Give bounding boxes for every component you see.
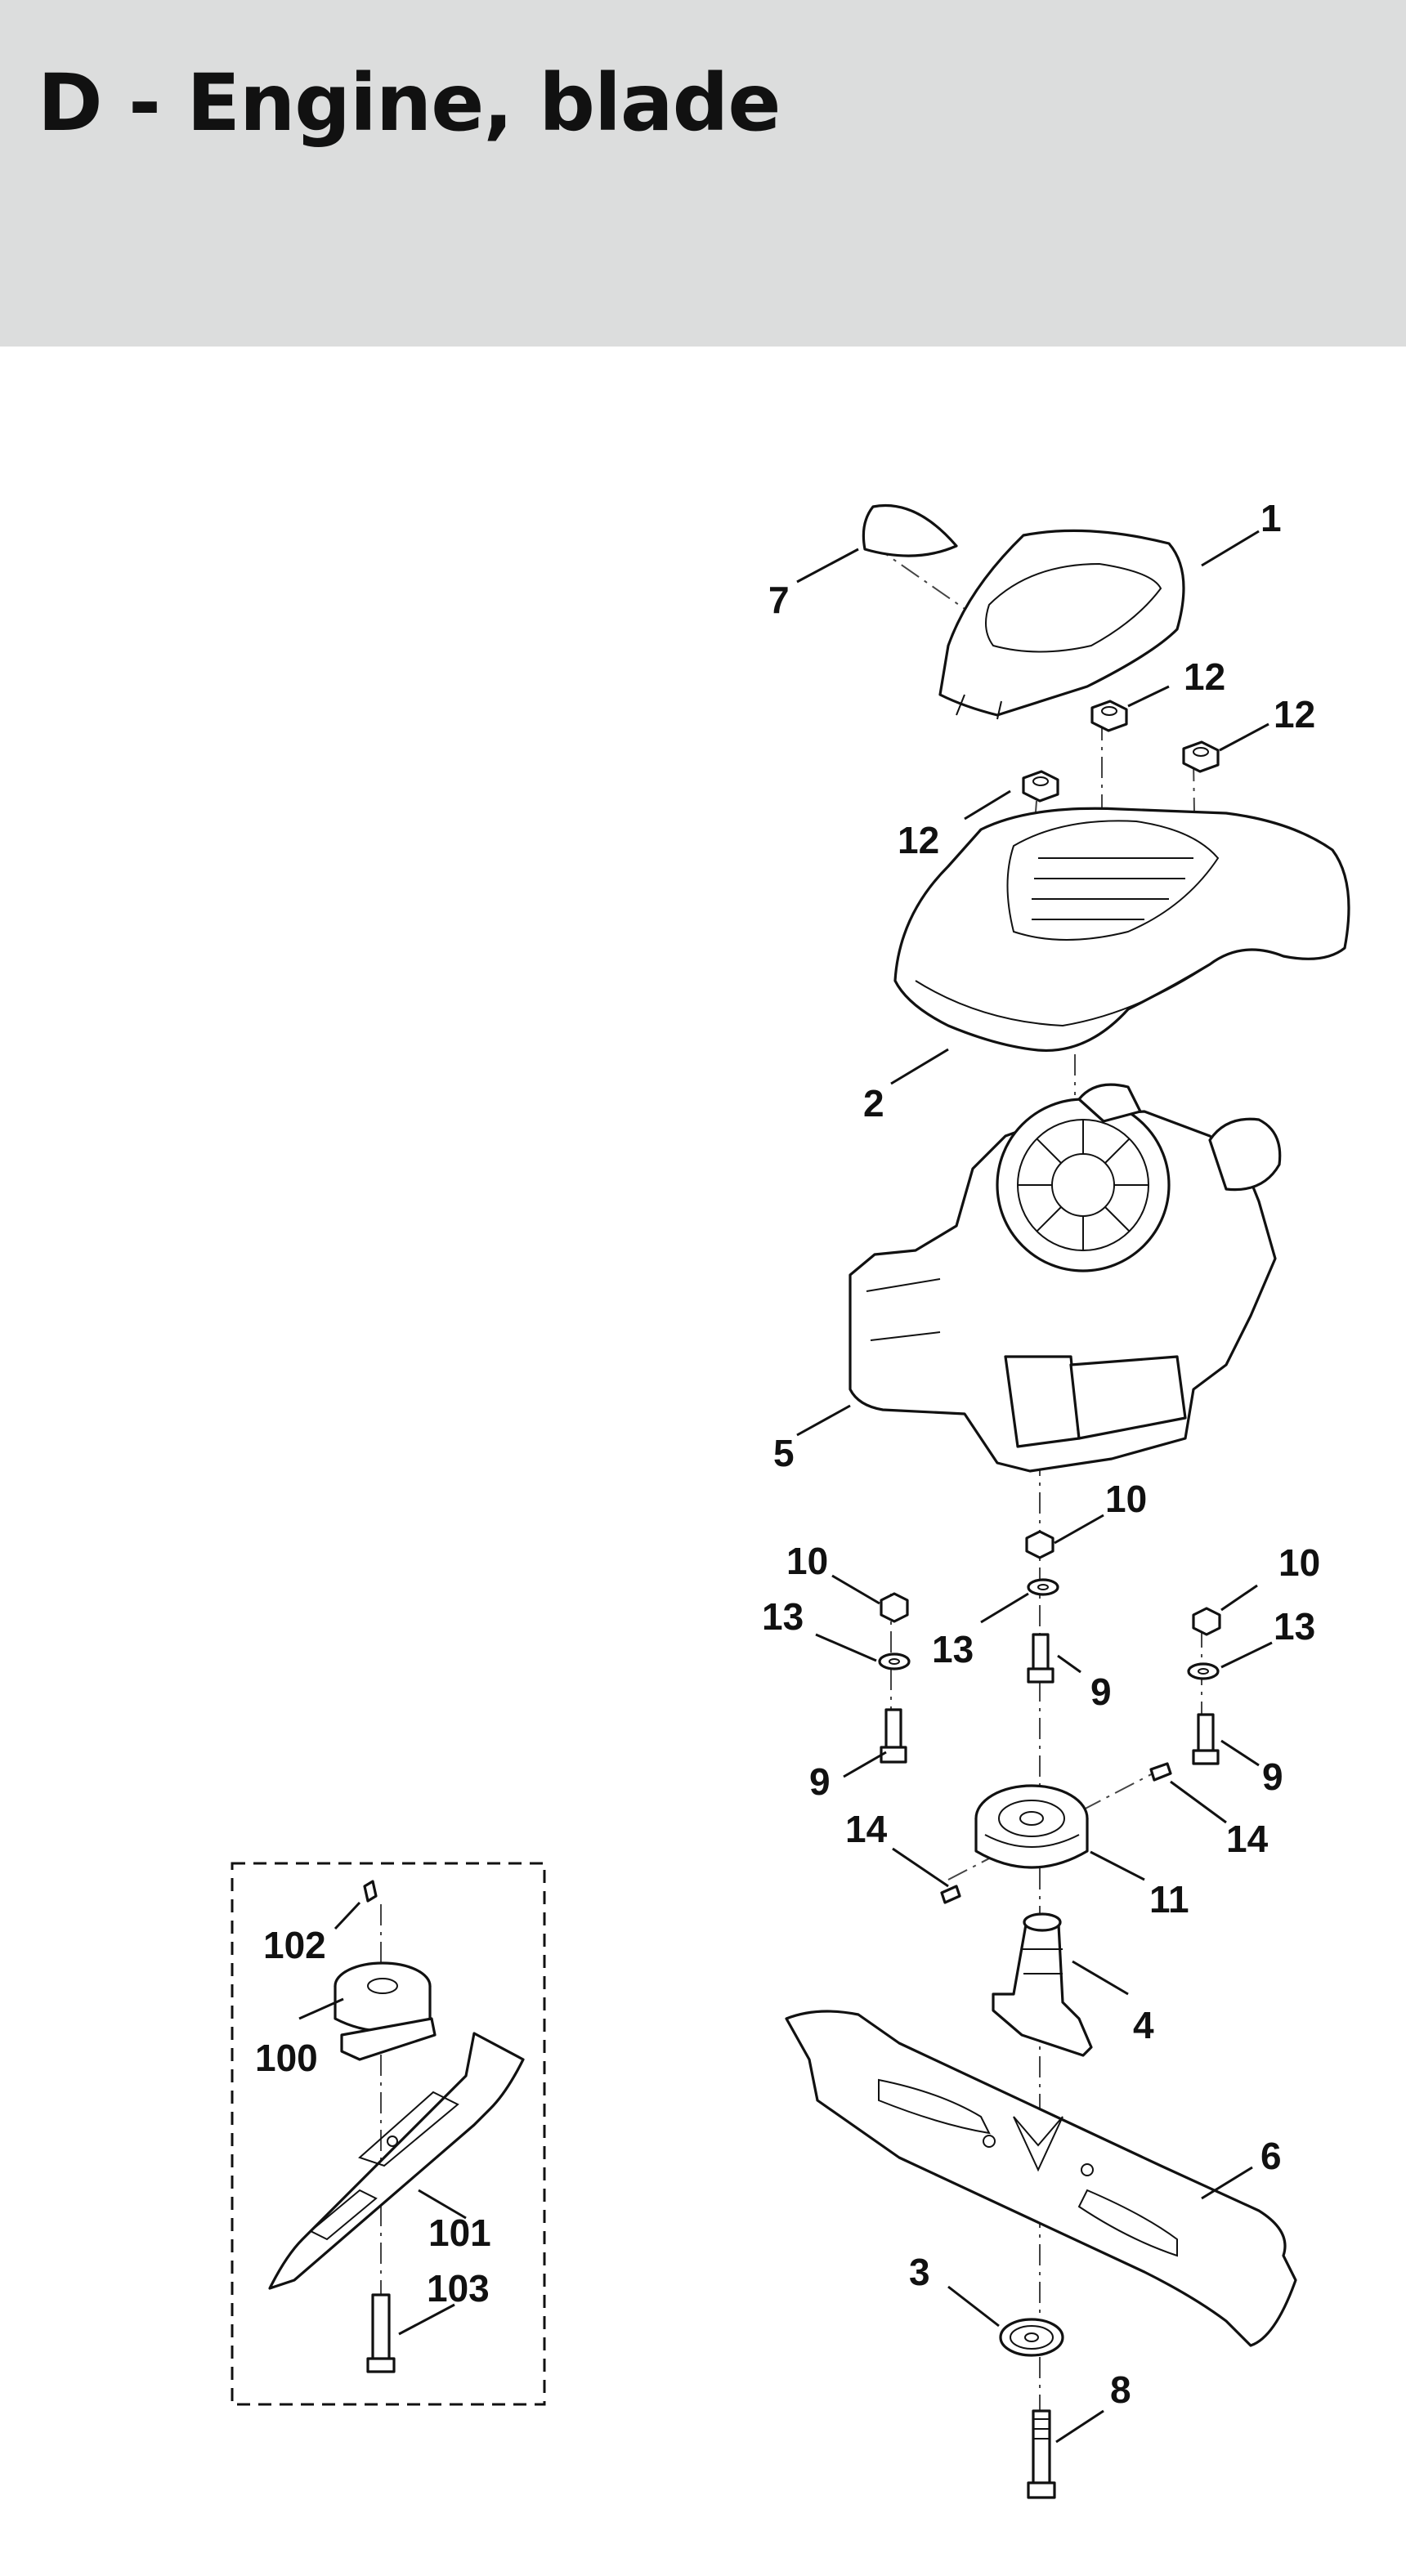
callout-14b: 14	[1226, 1818, 1269, 1860]
callout-1: 1	[1260, 497, 1282, 539]
page-title: D - Engine, blade	[38, 57, 781, 149]
part-9-bolt-right	[1192, 1713, 1220, 1765]
part-6-blade	[785, 2010, 1297, 2347]
header-band: D - Engine, blade	[0, 0, 1406, 347]
part-13-washer-right	[1187, 1662, 1220, 1680]
callout-12a: 12	[1184, 655, 1225, 698]
part-8-bolt	[1027, 2409, 1056, 2499]
callout-3: 3	[909, 2251, 930, 2293]
callout-labels: 1 7 12 12 12 2 5 10 10 10 13 13 13 9 9 9…	[255, 497, 1320, 2411]
callout-10c: 10	[1278, 1541, 1320, 1584]
callout-9c: 9	[1262, 1755, 1283, 1798]
part-10-nut-right	[1192, 1607, 1221, 1636]
part-100-adapter	[334, 1961, 437, 2061]
callout-101: 101	[428, 2212, 491, 2254]
part-12-nut-b	[1182, 740, 1220, 773]
part-12-nut-a	[1090, 700, 1128, 732]
part-9-bolt-center	[1027, 1633, 1054, 1684]
callout-4: 4	[1133, 2004, 1154, 2046]
part-101-blade	[268, 2032, 525, 2290]
callout-100: 100	[255, 2037, 318, 2079]
callout-13c: 13	[1274, 1605, 1315, 1648]
callout-103: 103	[427, 2267, 490, 2310]
part-3-spring-washer	[999, 2318, 1064, 2357]
part-10-nut-left	[880, 1592, 909, 1623]
part-103-bolt	[366, 2293, 396, 2373]
callout-7: 7	[768, 579, 790, 621]
part-2-engine-shroud	[893, 807, 1350, 1053]
callout-12b: 12	[1274, 693, 1315, 736]
part-1-cover	[938, 529, 1185, 720]
part-11-pulley	[974, 1784, 1089, 1869]
callout-11: 11	[1149, 1878, 1189, 1921]
callout-9a: 9	[809, 1760, 831, 1803]
callout-10a: 10	[786, 1540, 828, 1582]
part-14-screw-right	[1149, 1762, 1172, 1782]
part-13-washer-center	[1027, 1578, 1059, 1596]
callout-13a: 13	[762, 1595, 804, 1638]
part-5-engine	[849, 1083, 1282, 1473]
callout-5: 5	[773, 1432, 795, 1474]
part-4-blade-adapter	[992, 1912, 1093, 2057]
part-12-nut-c	[1022, 770, 1059, 803]
callout-9b: 9	[1090, 1670, 1112, 1713]
part-7-label-insert	[862, 503, 958, 557]
optional-kit-box	[231, 1862, 546, 2406]
part-10-nut-center	[1025, 1530, 1054, 1559]
part-14-screw-left	[940, 1885, 961, 1904]
callout-2: 2	[863, 1082, 884, 1125]
part-9-bolt-left	[880, 1708, 907, 1764]
callout-102: 102	[263, 1924, 326, 1966]
leader-lines	[298, 530, 1273, 2444]
callout-14a: 14	[845, 1808, 888, 1850]
part-102-key	[363, 1880, 378, 1903]
callout-12c: 12	[898, 819, 939, 861]
callout-6: 6	[1260, 2135, 1282, 2177]
part-13-washer-left	[878, 1652, 911, 1670]
callout-13b: 13	[932, 1628, 974, 1670]
callout-8: 8	[1110, 2368, 1131, 2411]
callout-10b: 10	[1105, 1478, 1147, 1520]
